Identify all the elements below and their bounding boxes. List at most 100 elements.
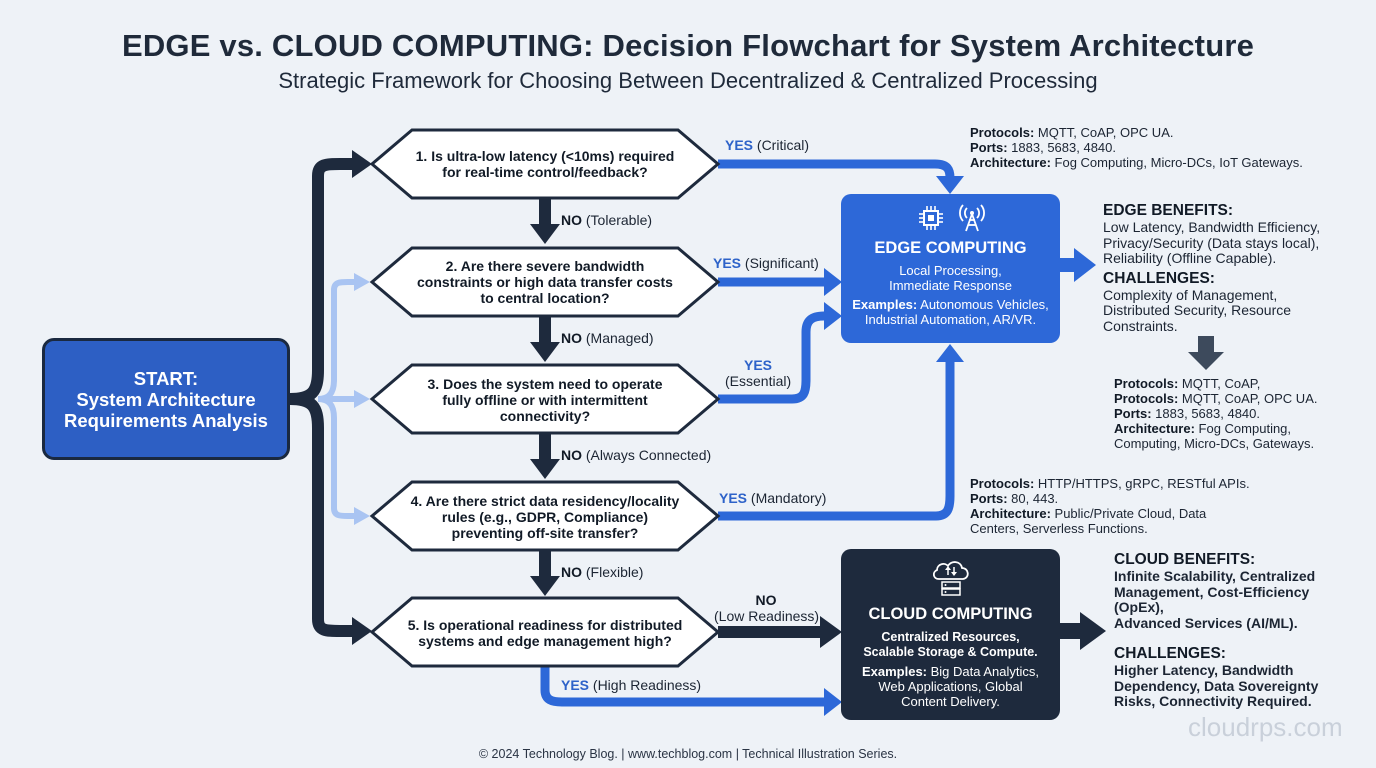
start-box: START: System Architecture Requirements … [42,338,290,460]
edge-output-arrow [1060,248,1096,282]
question-3: 3. Does the system need to operate fully… [395,376,695,424]
arrowhead-q3 [354,390,370,408]
edge-tech-info-bottom: Protocols: MQTT, CoAP, Protocols: MQTT, … [1114,376,1317,451]
question-3-line-3: connectivity? [499,408,591,424]
yes-label-2: YES (Significant) [713,255,819,271]
yes-arrowheads [824,176,964,716]
cloud-info-line-3: Architecture: Public/Private Cloud, Data [970,506,1207,521]
cloud-challenge-line-1: Higher Latency, Bandwidth [1114,662,1294,678]
edge-computing-box: EDGE COMPUTING Local Processing, Immedia… [841,194,1060,343]
arrowhead-q1 [352,150,372,178]
yes-label-4: YES (Mandatory) [719,490,827,506]
edge-challenge-line-3: Constraints. [1103,317,1178,334]
question-2-line-1: 2. Are there severe bandwidth [445,258,645,274]
no-label-3: NO (Always Connected) [561,447,712,463]
cloud-info-line-1: Protocols: HTTP/HTTPS, gRPC, RESTful API… [970,476,1250,491]
question-2-line-3: to central location? [480,290,610,306]
question-5: 5. Is operational readiness for distribu… [395,617,695,649]
edge-info-top-line-1: Protocols: MQTT, CoAP, OPC UA. [970,125,1174,140]
edge-examples-1: Examples: Autonomous Vehicles, [852,297,1049,312]
footer: © 2024 Technology Blog. | www.techblog.c… [478,747,898,761]
edge-title: EDGE COMPUTING [874,239,1027,257]
yes-label-3: YES(Essential) [725,357,792,389]
cloud-examples-2: Web Applications, Global [878,679,1023,694]
edge-benefits-heading: EDGE BENEFITS: [1103,202,1234,219]
edge-benefit-line-2: Privacy/Security (Data stays local), [1103,234,1320,251]
edge-examples-2: Industrial Automation, AR/VR. [864,312,1037,327]
cloud-benefit-line-2: Management, Cost-Efficiency [1114,583,1310,600]
no-label-5: NO(Low Readiness) [714,592,820,624]
cloud-examples-3: Content Delivery. [901,694,1000,709]
cloud-sub-2: Scalable Storage & Compute. [863,645,1038,659]
edge-tech-info-top: Protocols: MQTT, CoAP, OPC UA. Ports: 18… [970,125,1303,170]
cloud-examples-1: Examples: Big Data Analytics, [861,664,1040,679]
question-1-line-1: 1. Is ultra-low latency (<10ms) required [415,148,675,164]
cpu-chip-icon [918,206,943,230]
down-arrow-icon [1188,336,1224,370]
start-line-2: System Architecture [76,388,256,410]
edge-info-bottom-line-2: Protocols: MQTT, CoAP, OPC UA. [1114,391,1318,406]
cloud-server-icon [932,561,969,596]
cloud-computing-box: CLOUD COMPUTING Centralized Resources, S… [841,549,1060,720]
question-2: 2. Are there severe bandwidth constraint… [395,258,695,306]
cloud-output-arrow [1060,612,1106,650]
arrowhead-q5 [352,617,372,645]
antenna-tower-icon [958,204,985,232]
cloud-challenge-line-3: Risks, Connectivity Required. [1114,693,1312,709]
question-3-line-2: fully offline or with intermittent [442,392,648,408]
edge-icons [841,204,1060,234]
cloud-challenges-heading: CHALLENGES: [1114,645,1226,662]
edge-challenge-line-1: Complexity of Management, [1103,286,1278,303]
edge-challenges-heading: CHALLENGES: [1103,269,1215,287]
arrowhead-q2 [354,273,370,291]
start-line-1: START: [133,367,199,389]
edge-benefits-panel: EDGE BENEFITS: Low Latency, Bandwidth Ef… [1103,202,1368,334]
page-subtitle: Strategic Framework for Choosing Between… [278,68,1098,93]
cloud-benefit-line-3: (OpEx), [1114,599,1164,615]
question-3-line-1: 3. Does the system need to operate [427,376,663,392]
edge-info-top-line-3: Architecture: Fog Computing, Micro-DCs, … [970,155,1303,170]
no-label-2: NO (Managed) [561,330,654,346]
edge-info-top-line-2: Ports: 1883, 5683, 4840. [970,140,1116,155]
edge-info-bottom-line-4: Architecture: Fog Computing, [1114,421,1292,436]
question-shapes [369,128,721,668]
question-4-line-2: rules (e.g., GDPR, Compliance) [441,509,649,525]
question-4: 4. Are there strict data residency/local… [395,493,695,541]
edge-info-bottom-line-1: Protocols: MQTT, CoAP, [1114,376,1261,391]
question-4-line-3: preventing off-site transfer? [451,525,639,541]
question-2-line-2: constraints or high data transfer costs [417,274,673,290]
question-5-line-1: 5. Is operational readiness for distribu… [407,617,683,633]
edge-benefit-line-3: Reliability (Offline Capable). [1103,250,1277,266]
cloud-sub-1: Centralized Resources, [881,630,1020,644]
no-to-cloud-arrow [718,616,842,648]
yes-arrows [540,159,955,707]
connector-start-q5 [289,393,356,637]
arrowhead-q4 [354,507,370,525]
watermark: cloudrps.com [1188,712,1343,742]
cloud-benefit-line-1: Infinite Scalability, Centralized [1114,568,1316,584]
edge-sub-2: Immediate Response [889,278,1012,293]
edge-info-bottom-line-3: Ports: 1883, 5683, 4840. [1114,406,1260,421]
cloud-title: CLOUD COMPUTING [868,605,1033,623]
cloud-benefits-panel: CLOUD BENEFITS: Infinite Scalability, Ce… [1114,551,1369,710]
no-arrows [530,199,560,596]
yes-label-5: YES (High Readiness) [561,677,702,693]
edge-benefit-line-1: Low Latency, Bandwidth Efficiency, [1103,219,1321,235]
cloud-info-line-4: Centers, Serverless Functions. [970,521,1148,536]
question-5-line-2: systems and edge management high? [418,633,672,649]
question-1: 1. Is ultra-low latency (<10ms) required… [395,148,695,180]
cloud-benefit-line-4: Advanced Services (AI/ML). [1114,614,1298,631]
question-4-line-1: 4. Are there strict data residency/local… [410,493,680,509]
question-1-line-2: for real-time control/feedback? [442,164,648,180]
edge-sub-1: Local Processing, [899,263,1002,278]
connector-start-q4 [317,396,356,519]
edge-info-bottom-line-5: Computing, Micro-DCs, Gateways. [1114,436,1315,451]
no-label-1: NO (Tolerable) [561,212,653,228]
cloud-tech-info: Protocols: HTTP/HTTPS, gRPC, RESTful API… [970,476,1250,536]
cloud-info-line-2: Ports: 80, 443. [970,491,1059,506]
page-title: EDGE vs. CLOUD COMPUTING: Decision Flowc… [121,28,1255,63]
edge-challenge-line-2: Distributed Security, Resource [1103,302,1292,318]
no-label-4: NO (Flexible) [561,564,644,580]
cloud-challenge-line-2: Dependency, Data Sovereignty [1114,677,1319,694]
yes-label-1: YES (Critical) [725,137,810,153]
